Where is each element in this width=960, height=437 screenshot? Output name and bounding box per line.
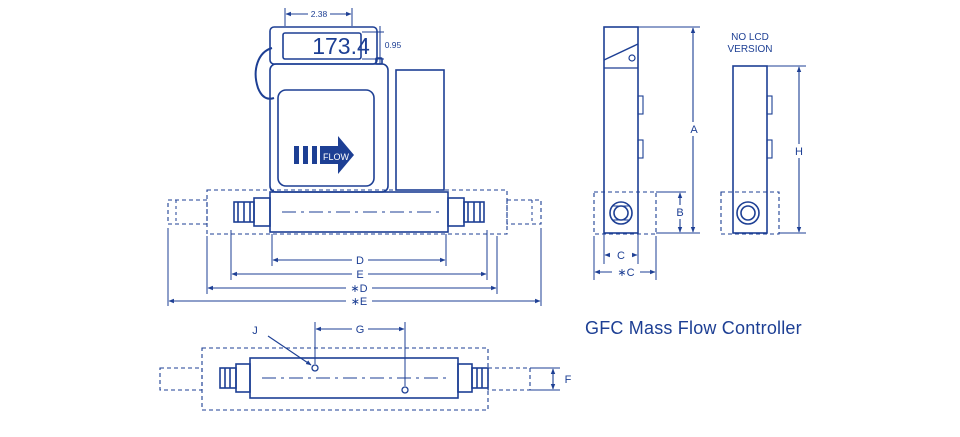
front-view — [167, 8, 542, 306]
lcd-window — [282, 32, 362, 60]
dim-f: F — [565, 374, 572, 386]
side-view — [593, 26, 700, 280]
no-lcd-label-line1: NO LCD — [731, 32, 769, 43]
lcd-reading: 173.4 — [312, 33, 370, 59]
dim-h: H — [795, 146, 803, 158]
mounting-hole — [401, 386, 409, 394]
diagram-caption: GFC Mass Flow Controller — [585, 318, 802, 338]
dim-b: B — [676, 207, 683, 219]
dim-c: C — [617, 250, 625, 262]
main-body — [269, 63, 389, 193]
dim-g: G — [356, 324, 365, 336]
dim-c-alt: ∗C — [617, 267, 634, 279]
flow-label: FLOW — [323, 152, 350, 162]
dim-top-width: 2.38 — [311, 9, 328, 19]
dim-d: D — [356, 255, 364, 267]
dim-d-alt: ∗D — [350, 283, 367, 295]
valve-tower — [395, 69, 445, 191]
bottom-view — [159, 322, 560, 411]
dim-lcd-height: 0.95 — [385, 40, 402, 50]
flow-arrow-icon — [294, 136, 354, 174]
no-lcd-label-line2: VERSION — [727, 44, 772, 55]
dim-j: J — [252, 325, 258, 337]
mounting-hole-j — [311, 364, 319, 372]
front-label-panel — [277, 89, 375, 187]
dim-e: E — [356, 269, 363, 281]
side-body — [603, 26, 639, 234]
dim-e-alt: ∗E — [351, 296, 368, 308]
dim-a: A — [690, 124, 698, 136]
